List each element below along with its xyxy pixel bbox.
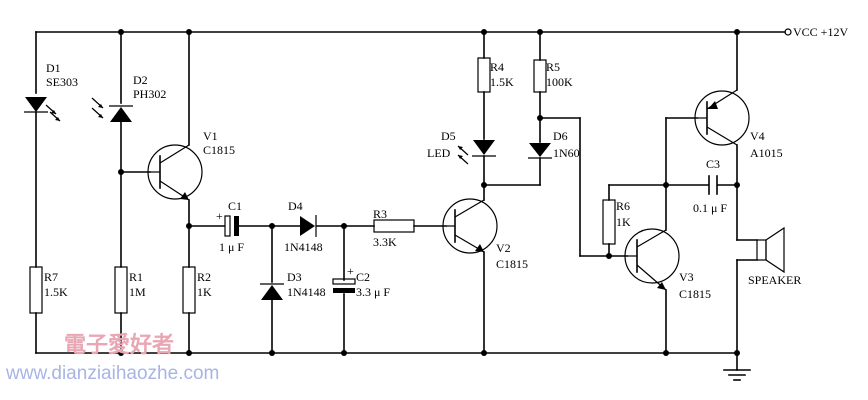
vcc-terminal	[784, 28, 792, 36]
c3-ref: C3	[706, 157, 720, 171]
wires	[35, 31, 786, 371]
resistors	[29, 57, 616, 314]
v2-ref: V2	[496, 241, 511, 255]
speaker-icon	[756, 226, 785, 274]
c1-ref: C1	[228, 199, 242, 213]
d6-ref: D6	[553, 129, 568, 143]
resistor-r5	[533, 59, 547, 93]
transistor-v2-npn	[442, 198, 498, 254]
v4-ref: V4	[750, 129, 765, 143]
d2-value: PH302	[133, 87, 166, 101]
r4-value: 1.5K	[490, 75, 514, 89]
diode-d1-led	[24, 97, 61, 122]
capacitor-c3	[708, 175, 718, 195]
r5-ref: R5	[546, 60, 560, 74]
transistor-v3-npn	[624, 228, 680, 291]
resistor-r3	[373, 219, 415, 233]
speaker-label: SPEAKER	[748, 273, 801, 287]
r6-ref: R6	[616, 199, 630, 213]
v3-ref: V3	[679, 270, 694, 284]
capacitor-c1: +	[216, 209, 239, 237]
v1-ref: V1	[203, 129, 218, 143]
svg-text:+: +	[216, 209, 223, 223]
c2-value: 3.3 μ F	[356, 285, 390, 299]
r3-ref: R3	[373, 207, 387, 221]
d5-value: LED	[427, 146, 451, 160]
resistor-r2	[182, 266, 196, 314]
d3-ref: D3	[287, 270, 302, 284]
junction-dots	[118, 29, 740, 356]
transistor-v4-pnp	[694, 89, 750, 146]
d4-value: 1N4148	[284, 240, 323, 254]
c3-value: 0.1 μ F	[693, 201, 727, 215]
v1-value: C1815	[203, 143, 235, 157]
r7-value: 1.5K	[44, 285, 68, 299]
r5-value: 100K	[546, 75, 573, 89]
r6-value: 1K	[616, 215, 631, 229]
d3-value: 1N4148	[287, 285, 326, 299]
d2-ref: D2	[133, 73, 148, 87]
resistor-r6	[602, 199, 616, 245]
v4-value: A1015	[750, 146, 783, 160]
d4-ref: D4	[288, 199, 303, 213]
capacitor-c2: +	[332, 264, 356, 293]
diode-d2-photodiode	[91, 97, 133, 122]
d5-ref: D5	[441, 129, 456, 143]
d1-ref: D1	[46, 61, 61, 75]
resistor-r7	[29, 266, 43, 314]
r4-ref: R4	[490, 60, 504, 74]
r2-value: 1K	[197, 285, 212, 299]
v3-value: C1815	[679, 287, 711, 301]
diode-d6	[528, 143, 552, 159]
r1-ref: R1	[129, 270, 143, 284]
svg-text:+: +	[347, 264, 354, 278]
watermark-url: www.dianziaihaozhe.com	[5, 363, 219, 384]
vcc-label: VCC +12V	[793, 25, 848, 39]
watermark-chinese: 電子愛好者	[64, 332, 174, 358]
r7-ref: R7	[44, 270, 58, 284]
c2-ref: C2	[356, 270, 370, 284]
diode-d3	[260, 283, 284, 300]
r2-ref: R2	[197, 270, 211, 284]
resistor-r4	[477, 57, 491, 93]
r1-value: 1M	[129, 285, 146, 299]
diode-d4	[300, 215, 317, 237]
resistor-r1	[114, 266, 128, 314]
transistor-v1-npn	[147, 144, 203, 201]
r3-value: 3.3K	[373, 235, 397, 249]
v2-value: C1815	[496, 257, 528, 271]
ground-icon	[723, 369, 751, 381]
diode-d5-led	[457, 140, 496, 165]
d1-value: SE303	[46, 75, 78, 89]
d6-value: 1N60	[553, 146, 580, 160]
c1-value: 1 μ F	[219, 240, 244, 254]
